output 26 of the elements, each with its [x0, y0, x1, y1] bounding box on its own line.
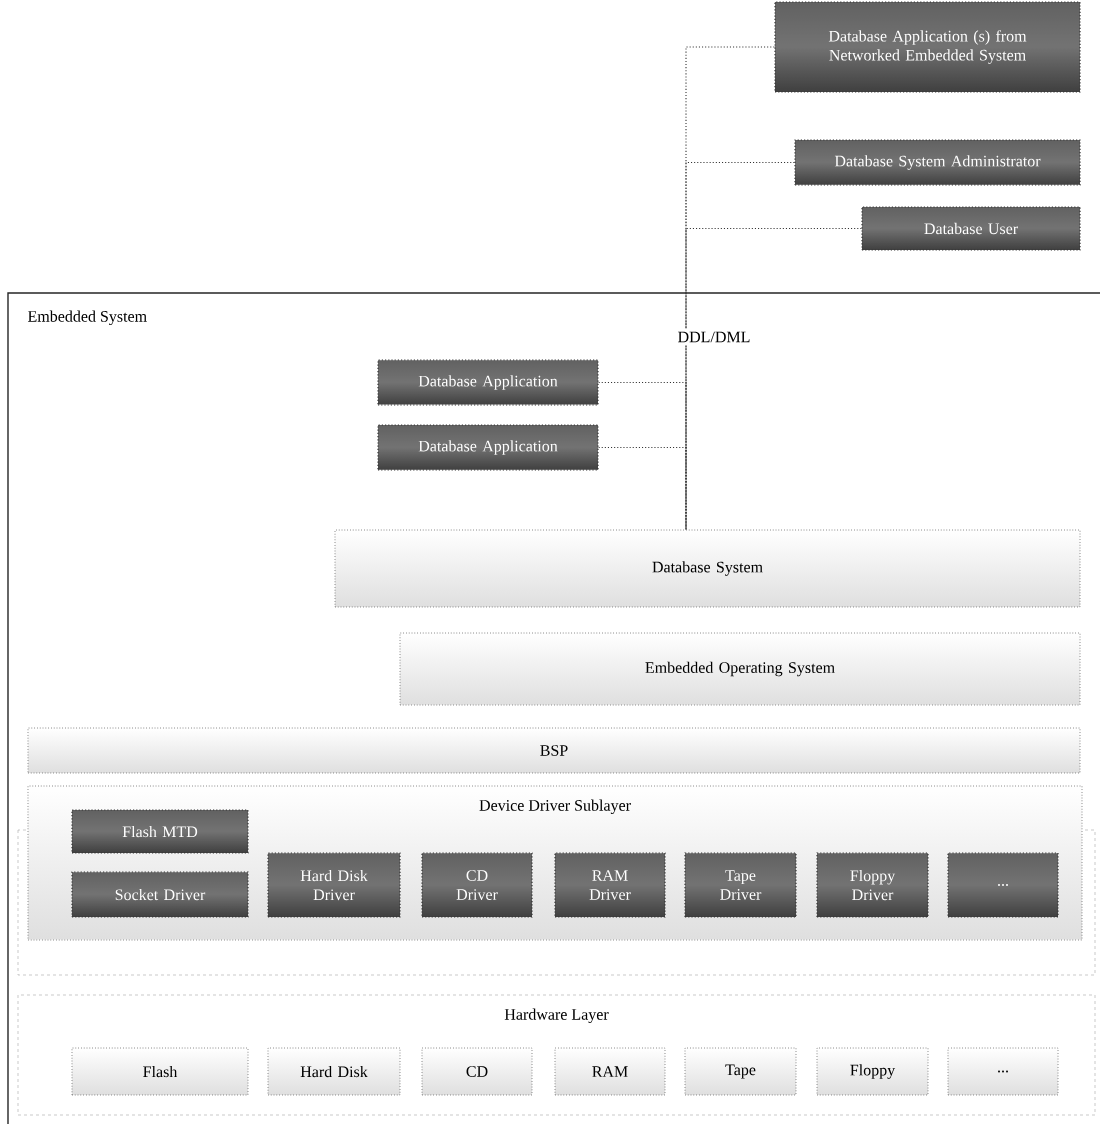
layer-box: Database Application: [377, 359, 599, 406]
layer-box: Database Application: [377, 424, 599, 471]
layer-box: ...: [947, 1047, 1059, 1096]
layer-box: CD Driver: [421, 852, 533, 918]
layer-box: Socket Driver: [71, 871, 249, 918]
layer-box: RAM Driver: [554, 852, 666, 918]
layer-box: ...: [947, 852, 1059, 918]
layer-box: Tape Driver: [684, 852, 797, 918]
layer-box: Flash MTD: [71, 809, 249, 854]
connector-line: [598, 446, 687, 531]
layer-box: Hard Disk: [267, 1047, 401, 1096]
connector-line: [685, 227, 862, 531]
layer-box: Database User: [861, 206, 1081, 251]
layer-box: CD: [421, 1047, 533, 1096]
layer-box: Database System: [334, 529, 1081, 608]
layer-box: Flash: [71, 1047, 249, 1096]
layer-box: Embedded Operating System: [399, 632, 1081, 706]
interface-label: DDL/DML: [674, 328, 754, 346]
layer-box: Tape: [684, 1047, 797, 1096]
layer-box: BSP: [27, 727, 1081, 774]
layer-box: Database System Administrator: [794, 139, 1081, 186]
layer-box: Floppy Driver: [816, 852, 929, 918]
layer-box: Floppy: [816, 1047, 929, 1096]
layer-box: RAM: [554, 1047, 666, 1096]
layer-box: Hard Disk Driver: [267, 852, 401, 918]
layer-box: Database Application (s) from Networked Embedded System: [774, 1, 1081, 93]
